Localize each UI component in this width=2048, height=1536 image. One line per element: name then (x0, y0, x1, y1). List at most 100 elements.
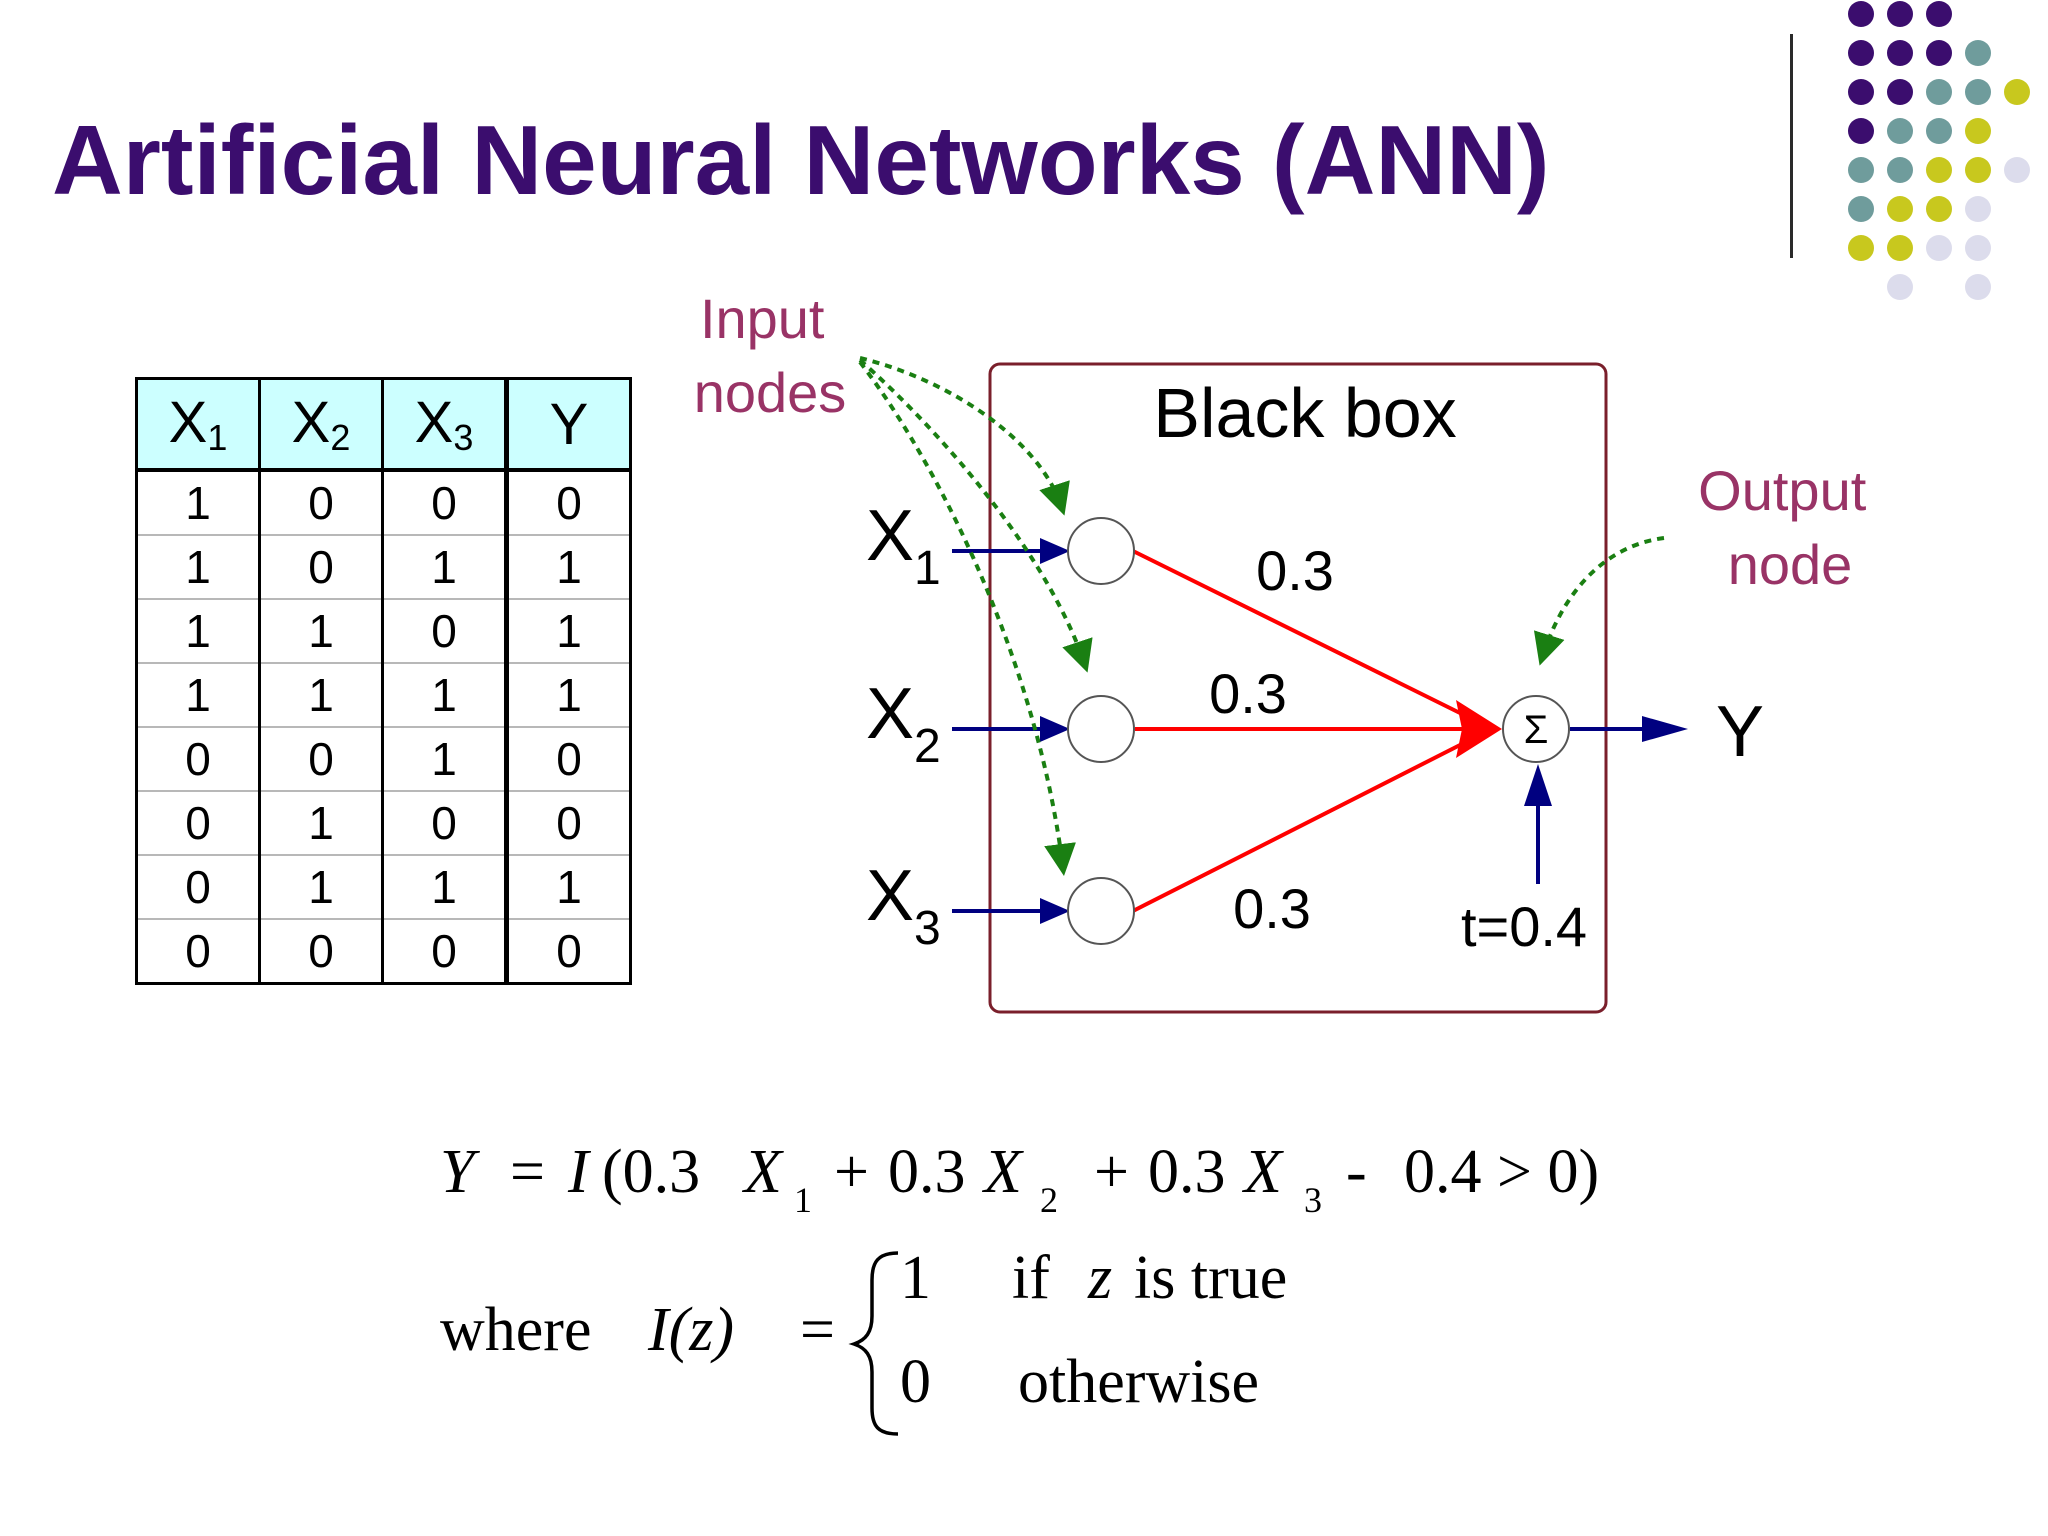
eq2-where-text: where I(z) = (440, 1296, 835, 1364)
header-base: X (168, 390, 208, 455)
threshold-label: t=0.4 (1461, 895, 1587, 958)
threshold-arrowhead (1524, 764, 1552, 806)
input-label-x1: X1 (866, 496, 941, 595)
table-cell: 1 (135, 470, 261, 536)
table-cell: 0 (258, 727, 384, 792)
output-node-label-line2: node (1728, 533, 1853, 596)
decorative-dot (1887, 118, 1913, 144)
table-header-cell: X3 (381, 377, 508, 472)
weight-x2: 0.3 (1209, 662, 1287, 725)
decorative-dot (1887, 40, 1913, 66)
eq2-case-2: 0 otherwise (900, 1348, 1259, 1416)
input-arrowhead-x3 (1040, 898, 1070, 924)
eq1-x1: X (741, 1138, 784, 1206)
header-subscript: 1 (207, 417, 228, 458)
header-subscript: 2 (330, 417, 351, 458)
eq1-plus-1: + (834, 1138, 869, 1206)
input-node-1 (1067, 517, 1135, 585)
input-nodes-pointer-2 (858, 358, 1093, 673)
eq1-plus-2: + (1094, 1138, 1129, 1206)
decorative-dot (1887, 157, 1913, 183)
page-title: Artificial Neural Networks (ANN) (52, 105, 1550, 215)
sum-input-arrowhead (1456, 700, 1502, 758)
table-cell: 1 (504, 599, 632, 664)
header-base: Y (549, 391, 589, 457)
eq1-x2: X (981, 1138, 1024, 1206)
decorative-dot (2004, 79, 2030, 105)
input-label-x3-base: X (866, 856, 914, 936)
eq2-case2-otherwise: otherwise (1018, 1348, 1259, 1416)
output-node (1502, 695, 1570, 763)
input-label-x1-sub: 1 (914, 542, 941, 595)
decorative-dot (1887, 235, 1913, 261)
input-arrowhead-x1 (1040, 538, 1070, 564)
decorative-dot (1926, 235, 1952, 261)
decorative-dot (1926, 79, 1952, 105)
table-cell: 1 (258, 855, 384, 920)
table-cell: 0 (504, 727, 632, 792)
decorative-dot (1965, 196, 1991, 222)
table-cell: 0 (135, 791, 261, 856)
decorative-dot (1926, 157, 1952, 183)
equation-line-1: Y = I (0.3 X 1 + 0.3 X 2 + 0.3 X 3 - 0.4… (440, 1138, 1599, 1226)
input-nodes-label: Input nodes (694, 287, 847, 424)
table-header-cell: X1 (135, 377, 261, 472)
decorative-dot (1887, 79, 1913, 105)
input-nodes-pointer-3 (858, 360, 1076, 876)
black-box-frame (988, 362, 1608, 1014)
table-cell: 1 (258, 599, 384, 664)
decorative-dot (1848, 79, 1874, 105)
black-box-label: Black box (1153, 374, 1456, 452)
eq2-where: where (440, 1296, 591, 1364)
output-node-label-line1: Output (1698, 459, 1867, 522)
output-node-label: Output node (1698, 459, 1882, 596)
eq1-equals: = (510, 1138, 545, 1206)
decorative-dot (1848, 1, 1874, 27)
table-cell: 1 (504, 535, 632, 600)
table-header-cell: X2 (258, 377, 384, 472)
table-cell: 0 (135, 919, 261, 985)
table-cell: 1 (504, 855, 632, 920)
table-cell: 0 (258, 535, 384, 600)
input-label-x2-sub: 2 (914, 720, 941, 773)
input-arrowhead-x2 (1040, 716, 1070, 742)
eq1-minus: - (1346, 1138, 1367, 1206)
table-cell: 0 (135, 855, 261, 920)
decorative-dot (1848, 157, 1874, 183)
table-cell: 1 (381, 855, 508, 920)
decorative-dot (1848, 196, 1874, 222)
table-cell: 0 (258, 919, 384, 985)
decorative-dot (1887, 1, 1913, 27)
input-label-x2: X2 (866, 674, 941, 773)
table-cell: 1 (135, 599, 261, 664)
decorative-dot (2004, 157, 2030, 183)
table-cell: 1 (258, 663, 384, 728)
decorative-dot (1965, 118, 1991, 144)
table-cell: 0 (381, 599, 508, 664)
eq1-tail: 0.4 > 0) (1404, 1138, 1599, 1206)
header-base: X (291, 390, 331, 455)
eq1-x1-sub: 1 (794, 1180, 812, 1220)
eq1-x3: X (1241, 1138, 1284, 1206)
eq2-brace (848, 1251, 899, 1436)
decorative-dot (1965, 40, 1991, 66)
table-cell: 0 (381, 919, 508, 985)
weight-x3: 0.3 (1233, 877, 1311, 940)
decorative-dot (1965, 79, 1991, 105)
input-label-x1-base: X (866, 496, 914, 576)
decorative-dot (1965, 274, 1991, 300)
decorative-dot (1926, 118, 1952, 144)
decorative-dot (1926, 1, 1952, 27)
input-label-x3: X3 (866, 856, 941, 955)
input-nodes-label-line1: Input (700, 287, 825, 350)
decorative-dot (1926, 40, 1952, 66)
table-cell: 0 (135, 727, 261, 792)
sum-symbol: Σ (1524, 708, 1549, 752)
